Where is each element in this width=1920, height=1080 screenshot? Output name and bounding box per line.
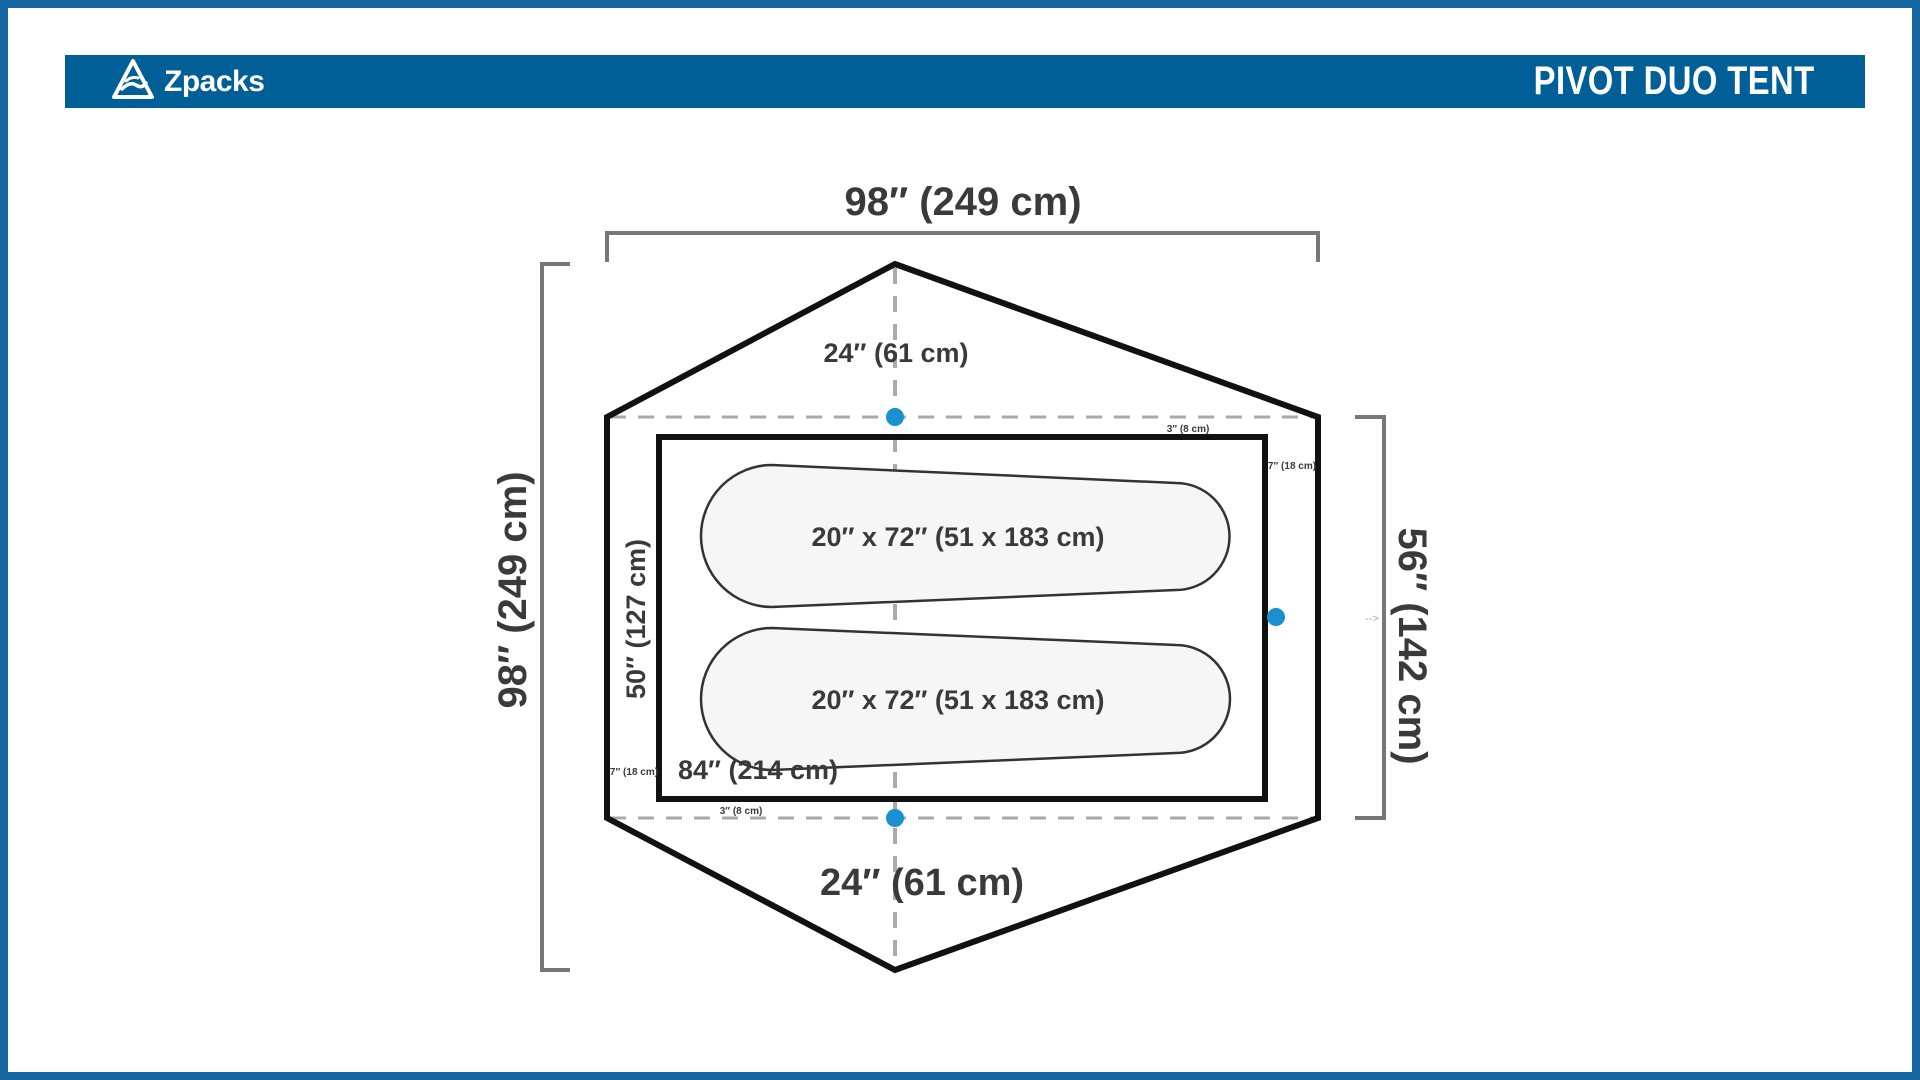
tent-fly-outline xyxy=(604,260,1321,974)
overall-width-label: 98″ (249 cm) xyxy=(844,180,1081,224)
overall-width-bracket xyxy=(605,231,1320,262)
gap-left-bottom-label: 7″ (18 cm) xyxy=(610,767,658,778)
stake-point-top xyxy=(886,408,904,426)
vestibule-top-label: 24″ (61 cm) xyxy=(823,338,968,368)
gap-top-right-label: 3″ (8 cm) xyxy=(1167,424,1210,435)
stake-point-right xyxy=(1267,608,1285,626)
overall-length-bracket xyxy=(540,262,570,972)
gap-right-top-label: 7″ (18 cm) xyxy=(1268,461,1316,472)
side-height-label: 56″ (142 cm) xyxy=(1390,527,1434,764)
tent-floor xyxy=(656,434,1268,802)
side-height-bracket xyxy=(1355,415,1386,820)
sleeping-pad-top xyxy=(699,463,1231,609)
brand-logo[interactable]: Zpacks xyxy=(112,55,265,108)
vestibule-bottom-label: 24″ (61 cm) xyxy=(820,862,1024,904)
floor-width-label: 50″ (127 cm) xyxy=(621,539,651,699)
arrow-hint: --> xyxy=(1365,613,1379,625)
header-bar: Zpacks PIVOT DUO TENT xyxy=(65,55,1865,108)
gap-bottom-left-label: 3″ (8 cm) xyxy=(720,806,763,817)
stake-point-bottom xyxy=(886,809,904,827)
sleeping-pad-bottom xyxy=(699,626,1232,772)
brand-name: Zpacks xyxy=(164,64,265,98)
mountain-logo-icon xyxy=(112,59,154,104)
overall-length-label: 98″ (249 cm) xyxy=(491,471,535,708)
page-title: PIVOT DUO TENT xyxy=(1534,59,1815,103)
floor-length-label: 84″ (214 cm) xyxy=(678,755,838,785)
pad-bottom-label: 20″ x 72″ (51 x 183 cm) xyxy=(811,685,1104,715)
pad-top-label: 20″ x 72″ (51 x 183 cm) xyxy=(811,522,1104,552)
